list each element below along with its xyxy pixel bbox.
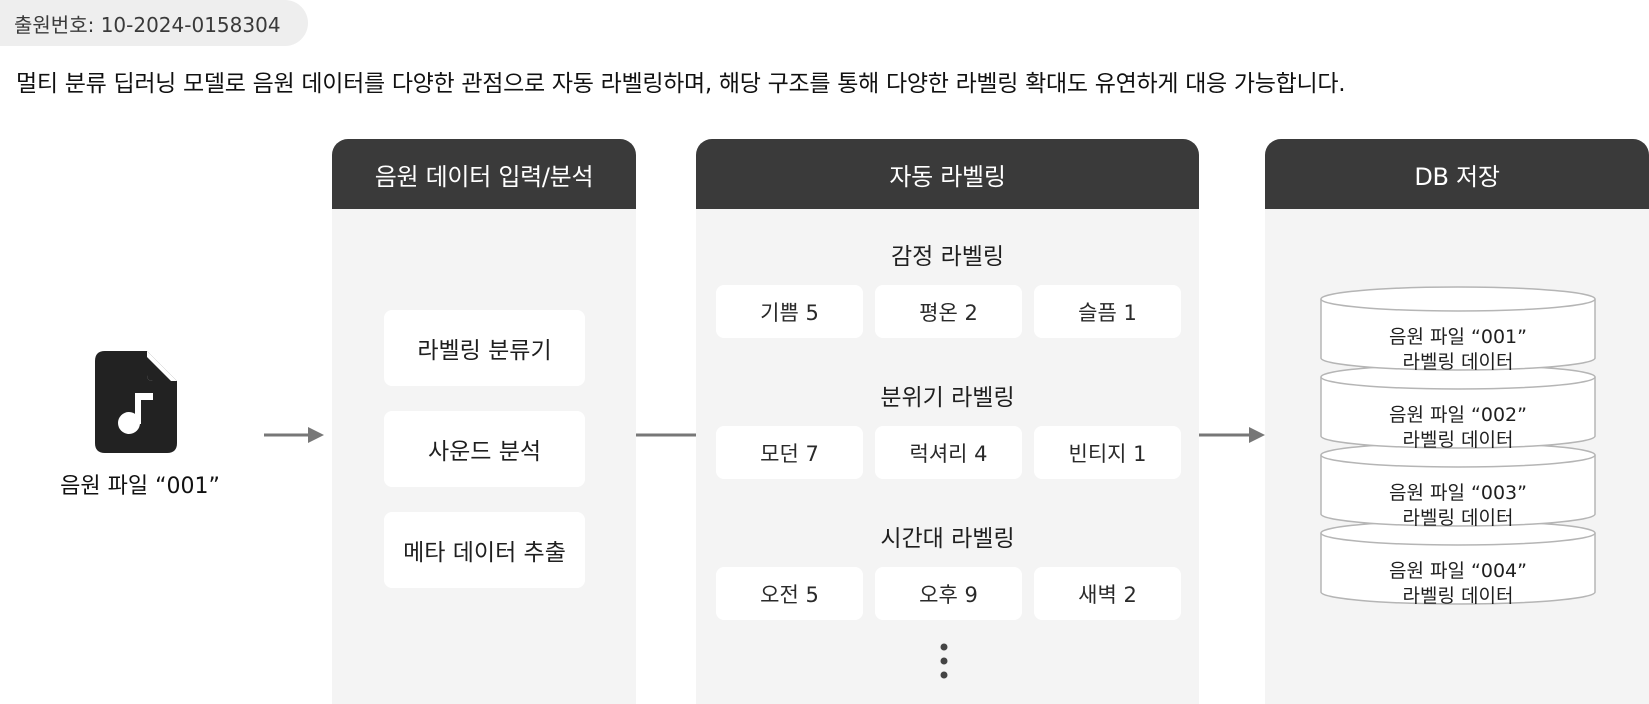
db-record-004: 음원 파일 “004” 라벨링 데이터 [1320,559,1596,609]
db-record-title: 음원 파일 “003” [1389,482,1527,504]
labeling-panel-title: 자동 라벨링 [696,139,1199,209]
db-record-002: 음원 파일 “002” 라벨링 데이터 [1320,403,1596,453]
arrow-to-db-icon [1199,427,1265,443]
label-chip: 오전 5 [716,567,863,620]
auto-labeling-panel: 자동 라벨링 감정 라벨링 기쁨 5 평온 2 슬픔 1 분위기 라벨링 모던 … [696,139,1199,704]
db-storage-panel: DB 저장 음원 파일 “001” 라벨링 데이터 음원 파일 “002” 라벨… [1265,139,1649,704]
labeling-classifier-box: 라벨링 분류기 [384,310,585,386]
db-record-subtitle: 라벨링 데이터 [1402,351,1514,373]
db-record-003: 음원 파일 “003” 라벨링 데이터 [1320,481,1596,531]
time-labeling-title: 시간대 라벨링 [880,526,1015,552]
sound-analysis-box: 사운드 분석 [384,411,585,487]
db-record-001: 음원 파일 “001” 라벨링 데이터 [1320,325,1596,375]
db-record-subtitle: 라벨링 데이터 [1402,585,1514,607]
db-record-title: 음원 파일 “001” [1389,326,1527,348]
label-chip: 평온 2 [875,285,1022,338]
connector-line-icon [636,433,696,437]
source-file-label: 음원 파일 “001” [60,474,220,499]
metadata-extraction-box: 메타 데이터 추출 [384,512,585,588]
label-chip: 럭셔리 4 [875,426,1022,479]
label-chip: 빈티지 1 [1034,426,1181,479]
label-chip: 새벽 2 [1034,567,1181,620]
application-number-badge: 출원번호: 10-2024-0158304 [0,0,308,46]
db-record-subtitle: 라벨링 데이터 [1402,429,1514,451]
label-chip: 오후 9 [875,567,1022,620]
emotion-labeling-title: 감정 라벨링 [890,244,1005,270]
mood-labeling-title: 분위기 라벨링 [880,385,1015,411]
arrow-to-input-icon [264,427,324,443]
db-panel-title: DB 저장 [1265,139,1649,209]
input-panel-title: 음원 데이터 입력/분석 [332,139,636,209]
label-chip: 기쁨 5 [716,285,863,338]
db-record-title: 음원 파일 “004” [1389,560,1527,582]
label-chip: 모던 7 [716,426,863,479]
db-record-title: 음원 파일 “002” [1389,404,1527,426]
label-chip: 슬픔 1 [1034,285,1181,338]
vertical-ellipsis-icon [940,643,948,679]
music-file-icon [95,351,177,453]
db-record-subtitle: 라벨링 데이터 [1402,507,1514,529]
diagram-description: 멀티 분류 딥러닝 모델로 음원 데이터를 다양한 관점으로 자동 라벨링하며,… [16,71,1346,97]
input-analysis-panel: 음원 데이터 입력/분석 라벨링 분류기 사운드 분석 메타 데이터 추출 [332,139,636,704]
database-stack-icon [1320,286,1596,605]
